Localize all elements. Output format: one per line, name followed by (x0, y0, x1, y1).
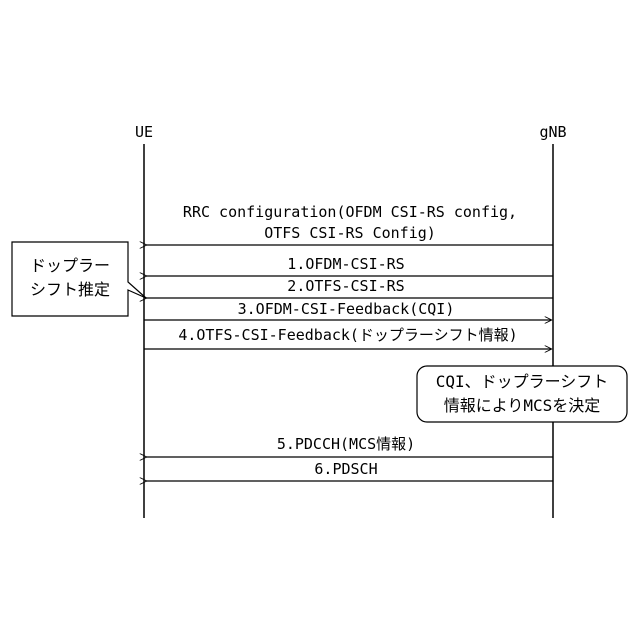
gnb-label: gNB (539, 123, 566, 141)
gnb-note-line2: 情報によりMCSを決定 (444, 395, 601, 417)
pdsch-label: 6.PDSCH (314, 460, 377, 478)
rrc-configuration-label-line1: RRC configuration(OFDM CSI-RS config, (183, 203, 517, 221)
ofdm-csi-rs-label: 1.OFDM-CSI-RS (287, 255, 404, 273)
otfs-csi-rs-label: 2.OTFS-CSI-RS (287, 277, 404, 295)
ue-note-line1: ドップラー (30, 255, 110, 277)
ue-note-line2: シフト推定 (30, 279, 110, 301)
rrc-configuration-label-line2: OTFS CSI-RS Config) (264, 224, 436, 242)
pdcch-label: 5.PDCCH(MCS情報) (277, 435, 415, 453)
ofdm-csi-feedback-label: 3.OFDM-CSI-Feedback(CQI) (238, 300, 455, 318)
ue-label: UE (135, 123, 153, 141)
gnb-note-line1: CQI、ドップラーシフト (436, 371, 609, 393)
otfs-csi-feedback-label: 4.OTFS-CSI-Feedback(ドップラーシフト情報) (178, 326, 517, 344)
